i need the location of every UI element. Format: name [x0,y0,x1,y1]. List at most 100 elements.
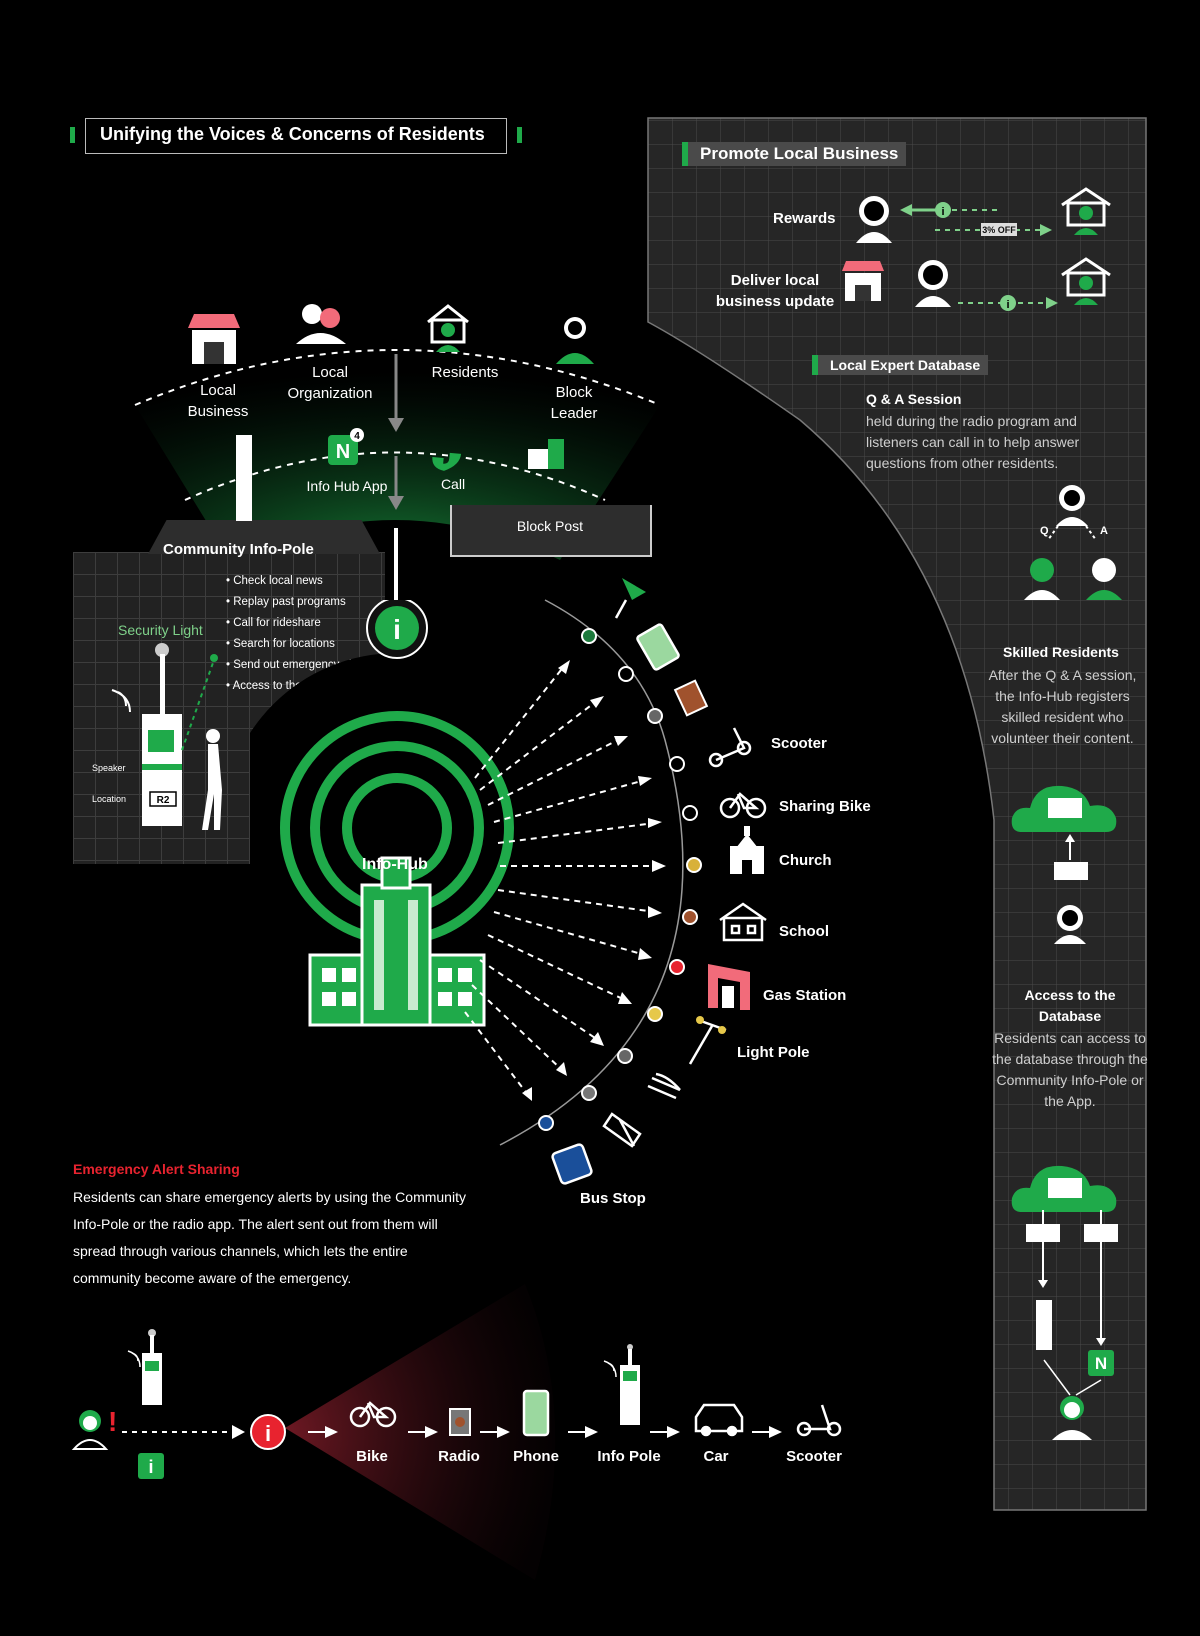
database-diagram: N [1011,785,1118,1440]
info-pole-top-icon [236,435,252,521]
radio-icon-dest [673,679,709,717]
svg-text:i: i [1006,299,1009,311]
info-pole-icon-start [127,1329,162,1405]
emergency-text: Residents can share emergency alerts by … [73,1189,466,1286]
block-post-box [450,505,652,557]
block-leader-icon [556,317,594,364]
scooter-icon-chain [796,1404,842,1437]
feature-4: • Search for locations [226,638,335,650]
promote-title: Promote Local Business [682,142,907,166]
security-light-label: Security Light [118,622,203,638]
church-icon-dest [730,826,764,874]
radio-icon-chain [449,1408,471,1436]
emergency-title: Emergency Alert Sharing [73,1161,240,1177]
svg-text:N: N [336,441,350,463]
channel-icons: N 4 [328,428,564,471]
svg-text:4: 4 [354,431,360,442]
car-icon-chain [694,1403,744,1437]
title-bracket-left [70,127,75,143]
speaker-label: Speaker [92,763,126,773]
bike-icon-chain [349,1401,397,1428]
channel-call: Call [440,476,466,492]
qa-title: Q & A Session [866,391,962,407]
info-pole-illustration: R2 [111,643,222,830]
qa-text: held during the radio program and listen… [866,413,1080,471]
info-pole-title: Community Info-Pole [163,541,314,558]
chain-bike: Bike [356,1448,388,1465]
skilled-title: Skilled Residents [1003,644,1119,660]
feature-3: • Call for rideshare [226,617,321,629]
dest-school: School [779,923,830,940]
channel-info-hub-app: Info Hub App [306,478,388,494]
scooter-icon-dest [708,727,752,768]
group-local-organization: Local Organization [287,364,373,402]
chain-info-pole: Info Pole [597,1448,661,1465]
light-pole-icon-dest [688,1016,727,1065]
dest-church: Church [779,852,832,869]
location-code: R2 [157,795,170,806]
deliver-label: Deliver local business update [715,272,835,310]
channel-block-post: Block Post [516,518,584,534]
car-wash-icon-dest [602,1112,642,1148]
group-block-leader: Block Leader [550,384,598,422]
emergency-flow: ! i i [71,1329,842,1479]
dest-bus-stop: Bus Stop [580,1190,646,1207]
bike-icon-dest [719,792,767,819]
access-title: Access to the Database [1024,987,1116,1024]
chain-radio: Radio [438,1448,480,1465]
dest-gas-station: Gas Station [763,987,847,1004]
chain-phone: Phone [513,1448,559,1465]
flag-icon-dest [614,578,646,619]
expert-title: Local Expert Database [812,355,989,375]
title-bracket-right [517,127,522,143]
svg-text:N: N [1095,1354,1107,1373]
info-pole-tab [148,520,380,554]
group-local-business: Local Business [187,382,249,420]
group-residents: Residents [431,364,499,381]
house-icon-2 [1061,257,1111,305]
resident-icon-2 [915,260,951,307]
info-pole-icon-chain [603,1344,640,1425]
info-hub-label: Info-Hub [362,856,428,873]
rewards-label: Rewards [773,210,836,227]
title-box [85,118,507,154]
svg-text:i: i [265,1421,271,1446]
house-icon-1 [1061,187,1111,235]
local-organization-icon [296,304,346,344]
phone-icon-dest [636,623,680,671]
local-business-icon [188,314,240,364]
dest-sharing-bike: Sharing Bike [779,798,871,815]
q-label: Q [1040,525,1049,537]
info-hub-illustration: i [250,600,572,1027]
phone-icon-chain [522,1389,550,1437]
dest-scooter: Scooter [771,735,827,752]
shop-icon [842,261,884,301]
chain-car: Car [703,1448,729,1465]
alert-person-icon: ! [71,1406,117,1450]
page-title: Unifying the Voices & Concerns of Reside… [100,124,485,144]
qa-diagram: Q A [1024,485,1122,600]
cloud-icon-2 [1011,1165,1117,1212]
svg-text:i: i [393,614,401,645]
svg-text:!: ! [108,1406,117,1437]
bench-icon-dest [647,1072,681,1100]
school-icon-dest [719,902,767,942]
gas-station-icon-dest [708,964,750,1010]
dest-light-pole: Light Pole [737,1044,810,1061]
feature-2: • Replay past programs [226,596,346,608]
cloud-icon-1 [1011,785,1117,832]
access-text: Residents can access to the database thr… [992,1030,1148,1109]
map-icon-dest [551,1143,593,1185]
chain-scooter: Scooter [786,1448,842,1465]
skilled-text: After the Q & A session, the Info-Hub re… [988,667,1137,746]
promote-diagram: i 3% OFF i [842,187,1111,311]
discount-badge: 3% OFF [982,225,1016,235]
a-label: A [1100,525,1108,537]
feature-1: • Check local news [226,575,323,587]
residents-icon [427,304,469,352]
svg-text:i: i [148,1457,153,1477]
svg-text:i: i [941,206,944,218]
location-label: Location [92,794,127,804]
